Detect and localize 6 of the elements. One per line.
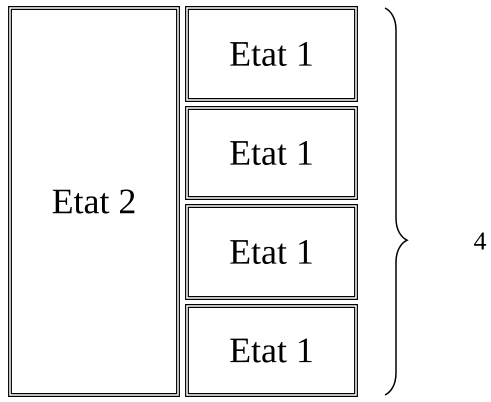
state-box: Etat 2 [8,6,180,397]
state-box: Etat 1 [185,304,358,397]
state-box: Etat 1 [185,106,358,200]
state-box: Etat 1 [185,204,358,300]
count-label: 4 [474,232,486,250]
state-box: Etat 1 [185,6,358,102]
